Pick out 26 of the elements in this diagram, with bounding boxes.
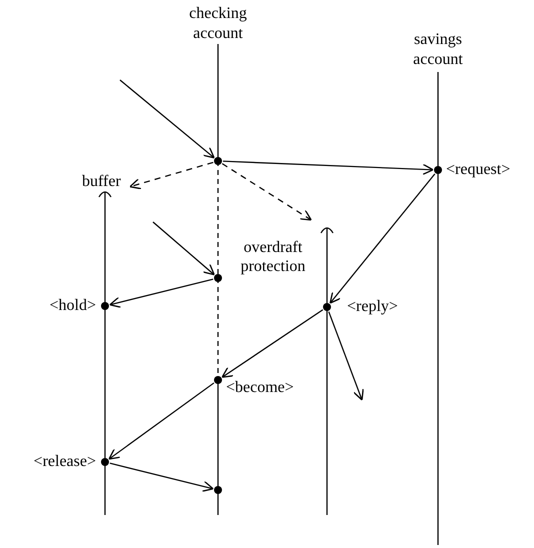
event-dot bbox=[214, 376, 222, 384]
event-label: <reply> bbox=[347, 297, 398, 317]
arrow bbox=[129, 162, 214, 190]
actor-label: buffer bbox=[82, 172, 121, 191]
arrow bbox=[152, 222, 215, 276]
arrow bbox=[109, 278, 214, 308]
event-dot bbox=[214, 486, 222, 494]
arrow bbox=[222, 309, 324, 378]
event-label: <hold> bbox=[50, 296, 96, 316]
event-dot bbox=[434, 166, 442, 174]
actor-label: overdraft protection bbox=[240, 238, 306, 276]
arrow bbox=[222, 163, 312, 221]
event-dot bbox=[214, 157, 222, 165]
event-dot bbox=[101, 458, 109, 466]
arrow bbox=[110, 462, 214, 492]
arrow bbox=[330, 174, 436, 304]
event-label: <become> bbox=[226, 378, 294, 398]
event-dot bbox=[214, 274, 222, 282]
arrow bbox=[120, 80, 215, 158]
arrow bbox=[328, 311, 364, 401]
event-dot bbox=[101, 302, 109, 310]
event-label: <request> bbox=[446, 160, 510, 180]
event-dot bbox=[323, 303, 331, 311]
event-label: <release> bbox=[34, 452, 96, 472]
arrow bbox=[222, 160, 434, 176]
arrow bbox=[108, 382, 214, 460]
